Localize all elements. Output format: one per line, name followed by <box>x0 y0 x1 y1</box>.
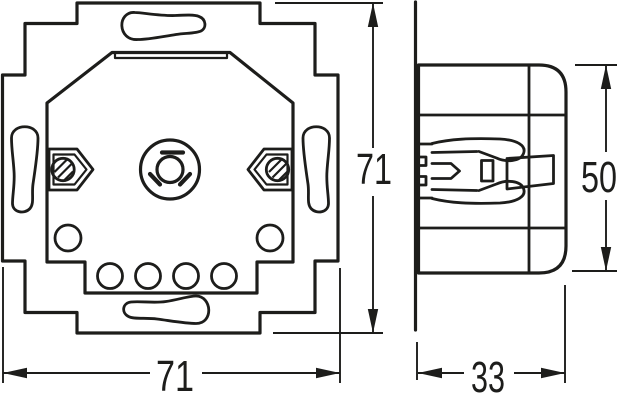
dimension-label-side-depth: 33 <box>471 353 505 400</box>
insert-body-outline <box>45 50 295 295</box>
shaft-inner-circle <box>155 154 185 185</box>
arrowhead-down <box>600 247 612 271</box>
arrowhead-right <box>541 367 565 379</box>
dimension-label-front-width: 71 <box>156 352 194 400</box>
dimension-label-side-height: 50 <box>581 153 617 202</box>
screw-head-hatching <box>53 158 74 181</box>
terminal-hole-right <box>255 223 285 253</box>
extension-lines <box>416 285 566 383</box>
extension-lines <box>572 64 617 272</box>
claw-top-arm <box>430 137 526 163</box>
terminal-hole-3 <box>172 262 200 290</box>
extension-lines <box>273 2 383 334</box>
arrowhead-down <box>367 309 379 333</box>
side-view <box>413 0 568 332</box>
rotary-shaft <box>138 138 202 201</box>
screw-bracket-inner <box>253 153 289 186</box>
dimension-side-depth: 33 <box>416 285 566 400</box>
screw-bracket-inner <box>52 153 88 186</box>
terminal-hole-1 <box>96 262 124 290</box>
arrowhead-left <box>3 367 27 379</box>
shaft-outer-circle <box>138 138 202 201</box>
claw-bottom-arm <box>430 179 526 205</box>
screw-head <box>50 156 76 183</box>
arrowhead-up <box>367 3 379 27</box>
expanding-claw-mechanism <box>417 137 555 205</box>
insert-body-top-inner-line <box>113 53 229 60</box>
screw-bracket-outer <box>246 147 294 192</box>
arrowhead-up <box>600 65 612 89</box>
extension-lines <box>2 267 341 383</box>
dimension-label-front-height: 71 <box>356 145 392 194</box>
fixing-screw-right <box>246 147 294 192</box>
claw-slot-top <box>120 11 207 41</box>
side-body-outline <box>416 63 568 275</box>
screw-head <box>264 156 291 183</box>
fixing-screw-left <box>47 147 95 192</box>
claw-center-tongue <box>430 162 461 180</box>
screw-head-hatching <box>268 158 289 181</box>
terminal-hole-4 <box>210 262 238 290</box>
arrowhead-right <box>316 367 340 379</box>
side-body-section-lines <box>417 113 568 230</box>
dimension-side-height: 50 <box>572 64 617 272</box>
claw-pivot-block <box>480 159 495 183</box>
mounting-plate-outline <box>0 1 340 335</box>
arrowhead-left <box>418 367 442 379</box>
shaft-index-marks <box>147 150 193 187</box>
terminal-hole-2 <box>134 262 162 290</box>
claw-slot-right <box>301 125 331 214</box>
front-view <box>0 1 340 335</box>
screw-bracket-outer <box>47 147 95 192</box>
claw-wedge <box>505 154 555 191</box>
dimension-front-height: 71 <box>273 2 392 334</box>
claw-slot-left <box>10 125 40 214</box>
dimension-front-width: 71 <box>2 267 341 400</box>
claw-slot-bottom <box>122 294 211 325</box>
terminal-hole-left <box>53 223 83 253</box>
claw-teeth <box>417 142 434 200</box>
